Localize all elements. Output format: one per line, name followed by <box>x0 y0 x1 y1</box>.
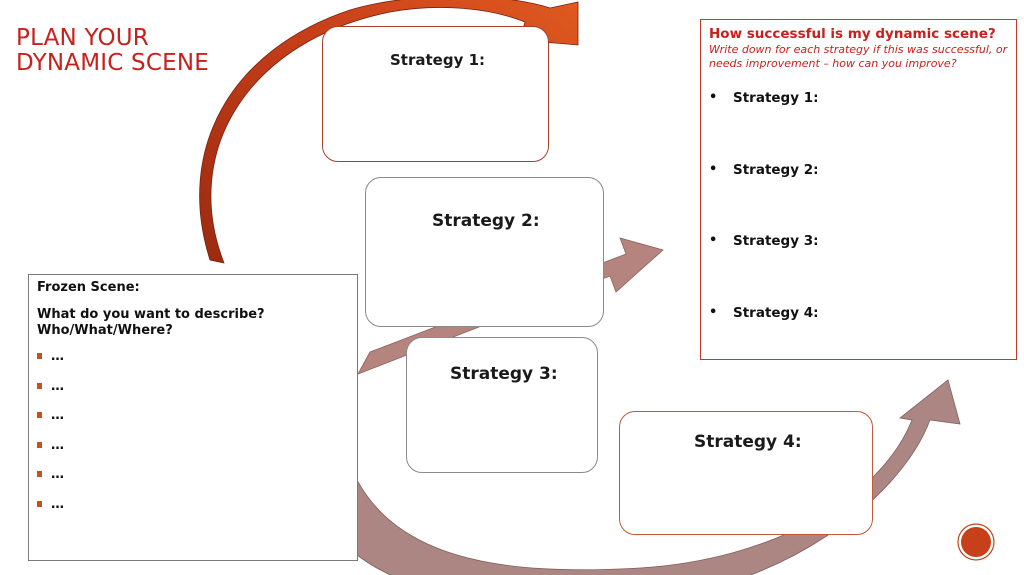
title-line-1: PLAN YOUR <box>16 25 149 51</box>
curved-arrow-top <box>199 0 579 264</box>
page-title: PLAN YOUR DYNAMIC SCENE <box>16 26 209 76</box>
list-item-text: … <box>51 349 64 364</box>
square-bullet-icon <box>37 412 42 418</box>
square-bullet-icon <box>37 441 42 448</box>
bullet-dot-icon: • <box>709 304 718 320</box>
frozen-scene-list: … … … … … … <box>37 349 349 526</box>
list-item: … <box>37 379 349 409</box>
list-item-text: Strategy 1: <box>733 90 819 106</box>
bullet-dot-icon: • <box>709 90 718 105</box>
list-item-text: … <box>51 467 64 482</box>
list-item-text: … <box>51 378 64 394</box>
list-item: • Strategy 1: <box>709 90 1008 162</box>
list-item-text: Strategy 4: <box>733 304 819 321</box>
success-list: • Strategy 1: • Strategy 2: • Strategy 3: •… <box>709 90 1008 376</box>
square-bullet-icon <box>37 382 42 389</box>
list-item-text: … <box>51 408 64 423</box>
strategy-3-label: Strategy 3: <box>450 364 558 384</box>
curved-arrow-bottom <box>302 379 961 575</box>
strategy-4-box[interactable]: Strategy 4: <box>619 411 873 535</box>
list-item: … <box>37 438 349 468</box>
success-review-box[interactable]: How successful is my dynamic scene? Writ… <box>700 19 1017 360</box>
frozen-scene-title: Frozen Scene: <box>37 280 140 295</box>
slide-number-badge <box>957 523 995 561</box>
list-item: … <box>37 497 349 527</box>
list-item: • Strategy 4: <box>709 305 1008 377</box>
list-item: • Strategy 3: <box>709 233 1008 305</box>
strategy-1-label: Strategy 1: <box>390 51 486 69</box>
list-item-text: Strategy 2: <box>733 161 819 178</box>
strategy-2-label: Strategy 2: <box>432 211 540 231</box>
title-line-2: DYNAMIC SCENE <box>16 50 209 76</box>
success-subtitle: Write down for each strategy if this was… <box>709 43 1008 70</box>
list-item-text: … <box>51 496 64 512</box>
bullet-dot-icon: • <box>709 161 718 177</box>
frozen-scene-question: What do you want to describe? Who/What/W… <box>37 307 265 338</box>
list-item-text: … <box>51 437 64 453</box>
bullet-dot-icon: • <box>709 233 718 248</box>
list-item: … <box>37 349 349 379</box>
list-item-text: Strategy 3: <box>733 233 819 249</box>
strategy-4-label: Strategy 4: <box>694 432 802 452</box>
frozen-scene-box[interactable]: Frozen Scene: What do you want to descri… <box>28 274 358 561</box>
list-item: • Strategy 2: <box>709 162 1008 234</box>
strategy-2-box[interactable]: Strategy 2: <box>365 177 604 327</box>
square-bullet-icon <box>37 353 42 359</box>
strategy-1-box[interactable]: Strategy 1: <box>322 26 549 162</box>
square-bullet-icon <box>37 500 42 507</box>
square-bullet-icon <box>37 471 42 477</box>
list-item: … <box>37 467 349 497</box>
list-item: … <box>37 408 349 438</box>
success-title: How successful is my dynamic scene? <box>709 26 996 42</box>
strategy-3-box[interactable]: Strategy 3: <box>406 337 598 473</box>
